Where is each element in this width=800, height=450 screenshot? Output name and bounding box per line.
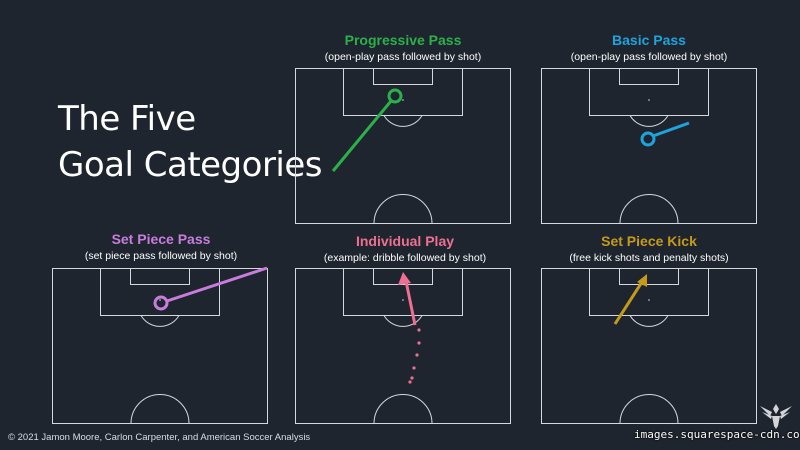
individual-play-title: Individual Play [355, 233, 455, 249]
shot-line [613, 281, 644, 325]
pass-line [652, 121, 690, 138]
dribble-dot [408, 380, 412, 384]
dribble-dot [410, 376, 414, 380]
shot-location-marker [387, 88, 403, 104]
penalty-box [589, 268, 709, 316]
penalty-spot [402, 299, 404, 301]
set-piece-kick-subtitle: (free kick shots and penalty shots) [569, 252, 729, 264]
pitch-boundary [541, 268, 757, 424]
goal-area [619, 68, 679, 85]
penalty-arc [629, 315, 669, 327]
goal-area [373, 268, 433, 285]
penalty-arc [383, 115, 423, 127]
basic-pass-title: Basic Pass [612, 32, 686, 48]
copyright-footer: © 2021 Jamon Moore, Carlon Carpenter, an… [8, 432, 311, 443]
eagle-logo-icon [760, 404, 792, 429]
shot-location-marker [640, 131, 656, 147]
dribble-dot [417, 328, 421, 332]
goal-area [619, 268, 679, 285]
penalty-box [589, 68, 709, 116]
penalty-spot [159, 299, 161, 301]
pitch-boundary [52, 268, 268, 424]
shot-location-marker [153, 295, 169, 311]
penalty-arc [629, 115, 669, 127]
progressive-pass-title: Progressive Pass [344, 32, 462, 48]
penalty-arc [140, 315, 180, 327]
pass-line [331, 100, 393, 172]
goal-area [373, 68, 433, 85]
shot-line [404, 280, 417, 326]
set-piece-pass-subtitle: (set piece pass followed by shot) [84, 250, 238, 262]
individual-play-subtitle: (example: dribble followed by shot) [323, 252, 487, 264]
set-piece-kick-pitch [541, 268, 757, 424]
page-title: The Five Goal Categories [58, 96, 323, 188]
progressive-pass-pitch [295, 68, 511, 224]
page-title-line-2: Goal Categories [58, 145, 323, 185]
set-piece-kick-title: Set Piece Kick [601, 233, 697, 249]
set-piece-pass-title: Set Piece Pass [111, 231, 211, 247]
source-watermark: images.squarespace-cdn.com [634, 428, 800, 441]
pass-line [166, 266, 268, 303]
goal-area [130, 268, 190, 285]
progressive-pass-subtitle: (open-play pass followed by shot) [324, 51, 482, 63]
shot-arrowhead [398, 272, 411, 285]
basic-pass-pitch [541, 68, 757, 224]
penalty-spot [648, 299, 650, 301]
penalty-box [343, 68, 463, 116]
set-piece-pass-pitch [52, 266, 268, 424]
penalty-spot [648, 99, 650, 101]
shot-arrowhead [637, 274, 647, 287]
center-circle [619, 194, 679, 224]
individual-play-pitch [295, 268, 511, 424]
penalty-spot [402, 99, 404, 101]
center-circle [130, 394, 190, 424]
penalty-arc [383, 315, 423, 327]
dribble-path [408, 328, 421, 384]
dribble-dot [412, 366, 416, 370]
pitch-boundary [295, 268, 511, 424]
dribble-dot [415, 353, 419, 357]
pitch-boundary [295, 68, 511, 224]
dribble-dot [417, 341, 421, 345]
center-circle [619, 394, 679, 424]
basic-pass-subtitle: (open-play pass followed by shot) [570, 51, 728, 63]
center-circle [373, 194, 433, 224]
center-circle [373, 394, 433, 424]
page-title-line-1: The Five [58, 99, 196, 139]
